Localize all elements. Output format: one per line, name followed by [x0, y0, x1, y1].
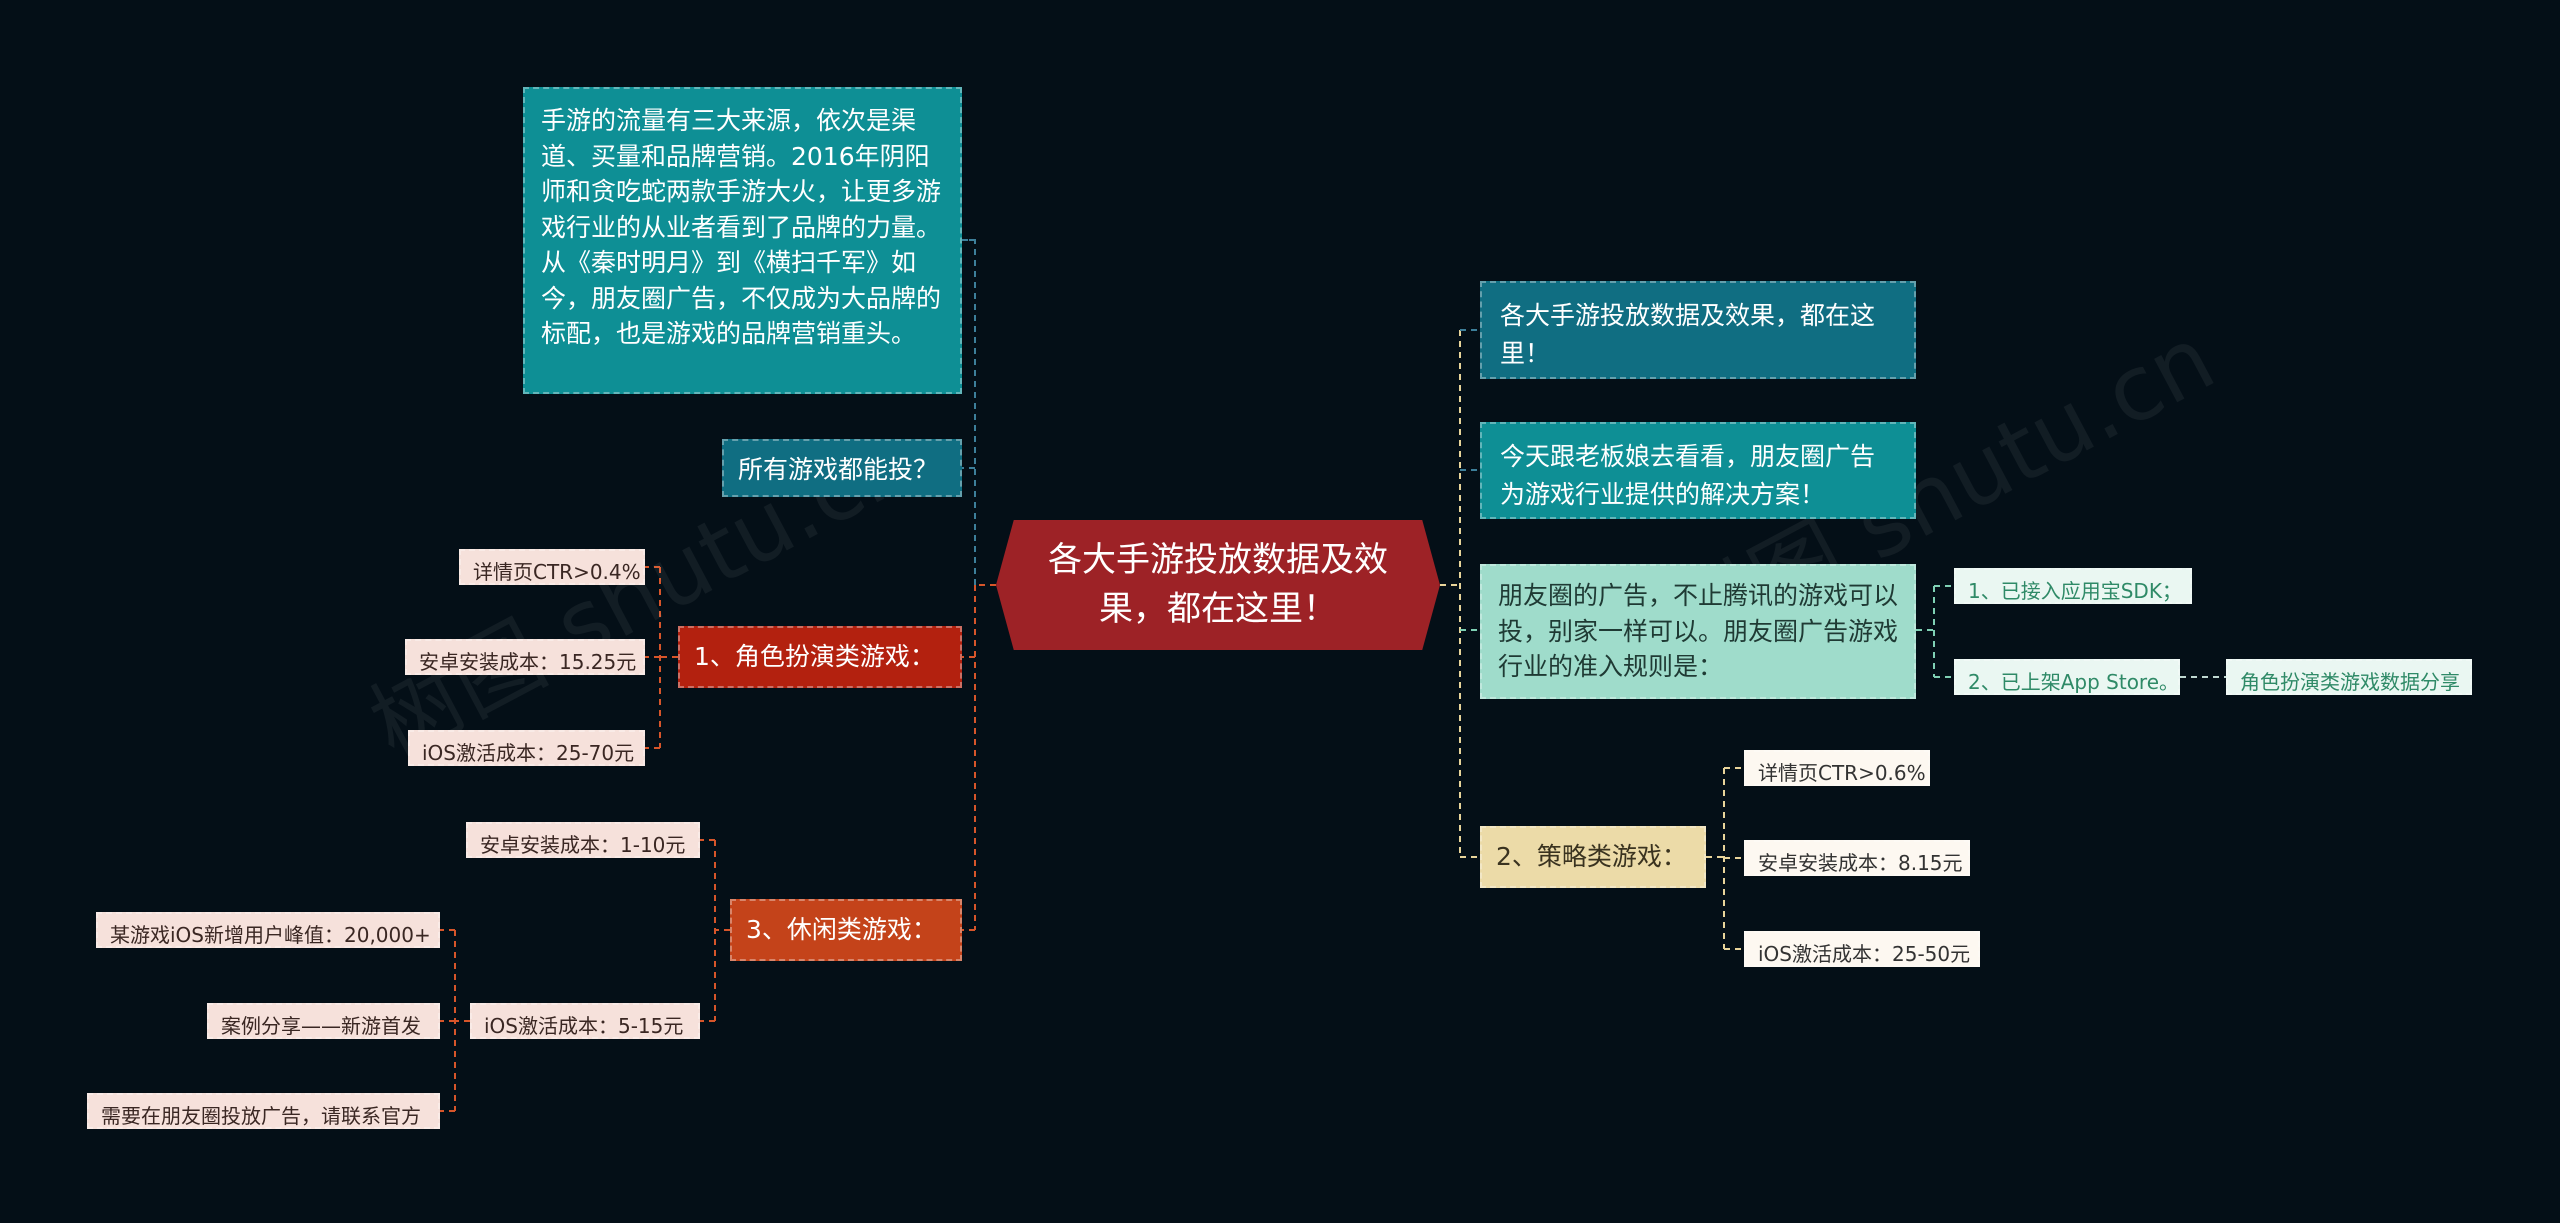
rules-item-sdk-text: 1、已接入应用宝SDK；	[1968, 579, 2182, 603]
casual-android[interactable]: 安卓安装成本：1-10元	[466, 822, 700, 858]
strategy-item-ios[interactable]: iOS激活成本：25-50元	[1744, 931, 1980, 967]
rpg-item-ios-text: iOS激活成本：25-70元	[422, 741, 635, 765]
rules-item-appstore[interactable]: 2、已上架App Store。	[1954, 659, 2180, 695]
root-topic[interactable]: 各大手游投放数据及效果，都在这里！	[996, 520, 1440, 650]
link-left-trunk-blue	[962, 239, 976, 585]
rpg-item-android[interactable]: 安卓安装成本：15.25元	[405, 639, 645, 675]
strategy-item-ctr-text: 详情页CTR>0.6%	[1758, 761, 1926, 785]
strategy-label: 2、策略类游戏：	[1496, 842, 1687, 871]
strategy-node[interactable]: 2、策略类游戏：	[1480, 826, 1706, 888]
casual-ios-contact[interactable]: 需要在朋友圈投放广告，请联系官方	[87, 1093, 440, 1129]
rpg-item-ios[interactable]: iOS激活成本：25-70元	[408, 730, 645, 766]
question-node[interactable]: 所有游戏都能投？	[722, 439, 962, 497]
rules-extra[interactable]: 角色扮演类游戏数据分享	[2226, 659, 2472, 695]
rules-label: 朋友圈的广告，不止腾讯的游戏可以投，别家一样可以。朋友圈广告游戏行业的准入规则是…	[1498, 581, 1899, 681]
top1-label: 各大手游投放数据及效果，都在这里！	[1500, 301, 1876, 368]
intro-note[interactable]: 手游的流量有三大来源，依次是渠道、买量和品牌营销。2016年阴阳师和贪吃蛇两款手…	[523, 87, 962, 394]
rules-item-sdk[interactable]: 1、已接入应用宝SDK；	[1954, 568, 2192, 604]
casual-ios-case[interactable]: 案例分享——新游首发	[207, 1003, 440, 1039]
intro-note-text: 手游的流量有三大来源，依次是渠道、买量和品牌营销。2016年阴阳师和贪吃蛇两款手…	[541, 106, 942, 348]
casual-ios-case-text: 案例分享——新游首发	[221, 1014, 421, 1038]
top2-node[interactable]: 今天跟老板娘去看看，朋友圈广告为游戏行业提供的解决方案！	[1480, 422, 1916, 519]
casual-ios-contact-text: 需要在朋友圈投放广告，请联系官方	[101, 1104, 421, 1128]
strategy-item-android[interactable]: 安卓安装成本：8.15元	[1744, 840, 1970, 876]
strategy-item-android-text: 安卓安装成本：8.15元	[1758, 851, 1963, 875]
link-strategy-children	[1706, 767, 1744, 950]
rpg-node[interactable]: 1、角色扮演类游戏：	[678, 626, 962, 688]
root-topic-label: 各大手游投放数据及效果，都在这里！	[1048, 539, 1388, 629]
casual-ios-peak-text: 某游戏iOS新增用户峰值：20,000+	[110, 923, 431, 947]
link-casual-children	[700, 839, 730, 1022]
strategy-item-ios-text: iOS激活成本：25-50元	[1758, 942, 1971, 966]
rpg-label: 1、角色扮演类游戏：	[694, 642, 935, 671]
link-rpg-children	[645, 566, 678, 749]
casual-ios-text: iOS激活成本：5-15元	[484, 1014, 684, 1038]
rpg-item-android-text: 安卓安装成本：15.25元	[419, 650, 637, 674]
rules-node[interactable]: 朋友圈的广告，不止腾讯的游戏可以投，别家一样可以。朋友圈广告游戏行业的准入规则是…	[1480, 564, 1916, 699]
rules-extra-text: 角色扮演类游戏数据分享	[2240, 670, 2460, 694]
casual-ios-peak[interactable]: 某游戏iOS新增用户峰值：20,000+	[96, 912, 440, 948]
rpg-item-ctr-text: 详情页CTR>0.4%	[473, 560, 641, 584]
top2-label: 今天跟老板娘去看看，朋友圈广告为游戏行业提供的解决方案！	[1500, 442, 1876, 509]
casual-label: 3、休闲类游戏：	[746, 915, 937, 944]
link-ios-children	[440, 929, 470, 1112]
casual-ios[interactable]: iOS激活成本：5-15元	[470, 1003, 700, 1039]
casual-android-text: 安卓安装成本：1-10元	[480, 833, 686, 857]
casual-node[interactable]: 3、休闲类游戏：	[730, 899, 962, 961]
question-label: 所有游戏都能投？	[738, 455, 939, 484]
link-rules-children	[1916, 585, 1954, 678]
top1-node[interactable]: 各大手游投放数据及效果，都在这里！	[1480, 281, 1916, 379]
rpg-item-ctr[interactable]: 详情页CTR>0.4%	[459, 549, 645, 585]
strategy-item-ctr[interactable]: 详情页CTR>0.6%	[1744, 750, 1930, 786]
rules-item-appstore-text: 2、已上架App Store。	[1968, 670, 2180, 694]
